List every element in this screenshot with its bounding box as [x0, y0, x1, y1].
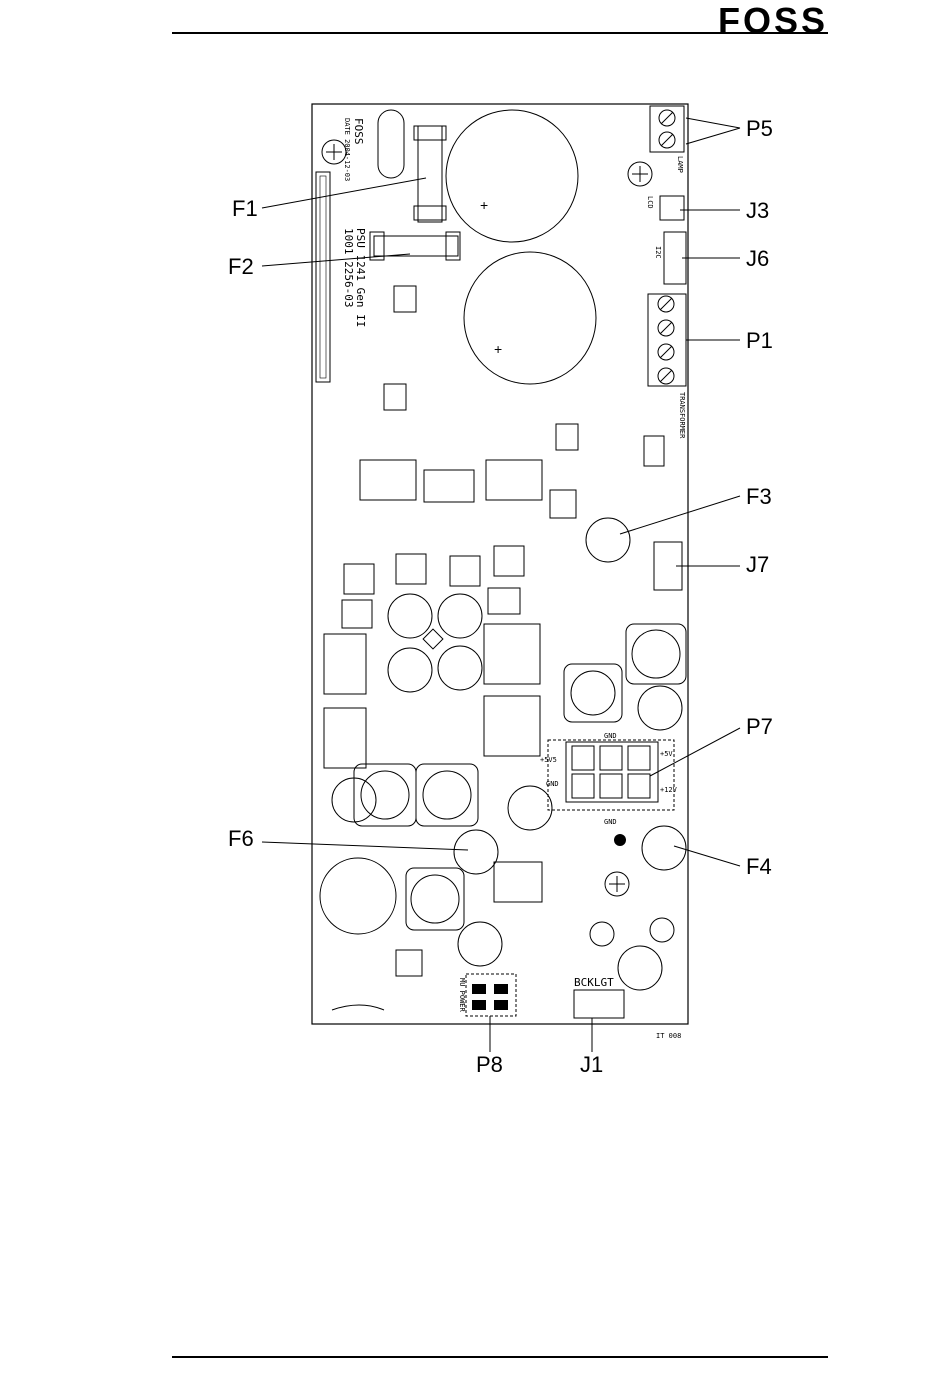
footer-rule	[172, 1356, 828, 1358]
silk-p7-gnd-left: GND	[546, 780, 559, 788]
callout-p8: P8	[476, 1052, 503, 1077]
p8-pin	[494, 984, 508, 994]
callout-j1: J1	[580, 1052, 603, 1077]
test-point-tp1	[614, 834, 626, 846]
callout-f1: F1	[232, 196, 258, 221]
silk-p7-plus5v5: +5V5	[540, 756, 557, 764]
silk-transformer: TRANSFORMER	[678, 392, 686, 439]
p8-pin	[494, 1000, 508, 1010]
p8-pin	[472, 1000, 486, 1010]
silk-p7-gnd-top: GND	[604, 732, 617, 740]
silk-lcd: LCD	[646, 196, 654, 209]
callout-j3: J3	[746, 198, 769, 223]
callout-f4: F4	[746, 854, 772, 879]
silk-image-id: IT 008	[656, 1032, 681, 1040]
silk-date: DATE 2004-12-03	[343, 118, 351, 181]
silk-backlight: BCKLGT	[574, 976, 614, 989]
callout-p5: P5	[746, 116, 773, 141]
plus-mark: +	[480, 197, 488, 213]
callout-j7: J7	[746, 552, 769, 577]
silk-i2c: I2C	[654, 246, 662, 259]
callout-p1: P1	[746, 328, 773, 353]
callout-j6: J6	[746, 246, 769, 271]
callout-f6: F6	[228, 826, 254, 851]
silk-p7-plus12v: +12V	[660, 786, 678, 794]
silk-part: 1001 2256-03	[342, 228, 355, 307]
callout-f3: F3	[746, 484, 772, 509]
silk-p7-gnd-bottom: GND	[604, 818, 617, 826]
silk-lamp: LAMP	[676, 156, 684, 173]
silk-brand: FOSS	[352, 118, 365, 145]
p8-pin	[472, 984, 486, 994]
callout-f2: F2	[228, 254, 254, 279]
callout-p7: P7	[746, 714, 773, 739]
plus-mark: +	[494, 341, 502, 357]
silk-p7-plus5v: +5V	[660, 750, 673, 758]
silk-mu-power: MU POWER	[458, 978, 466, 1013]
